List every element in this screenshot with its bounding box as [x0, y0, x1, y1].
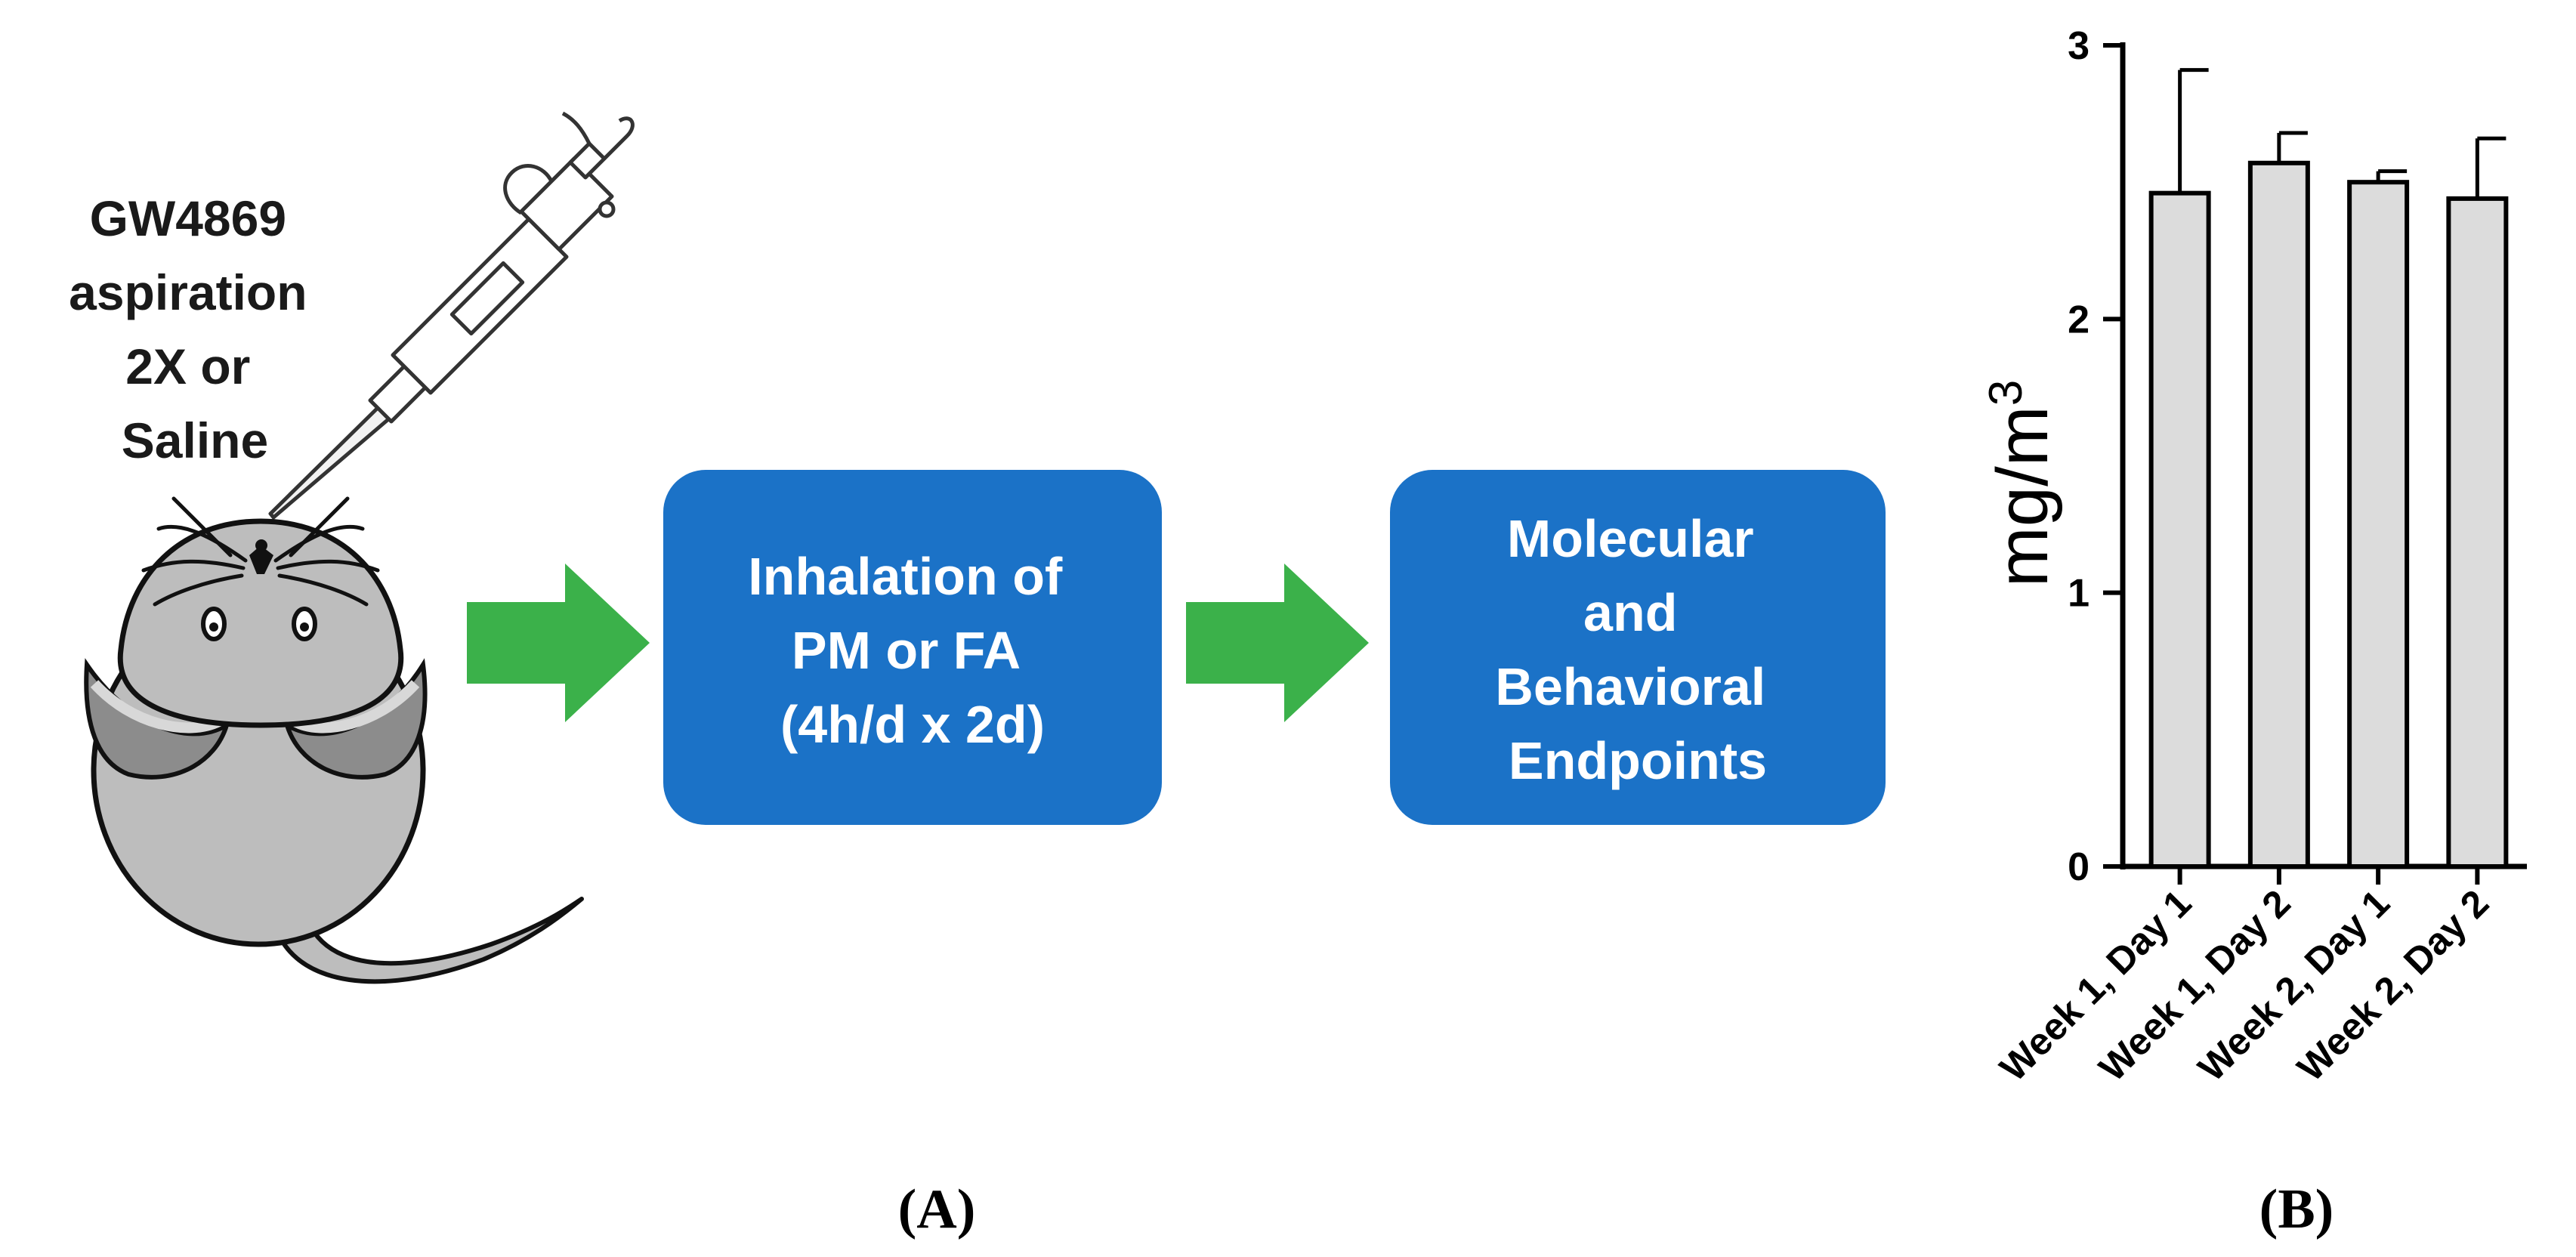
panel-label-b-letter: B: [2278, 1178, 2315, 1240]
y-axis-label: mg/m3: [1980, 380, 2063, 587]
panel-label-b: (B): [2259, 1178, 2334, 1240]
right-arrow-icon: [1186, 564, 1369, 722]
treatment-line-2: aspiration: [69, 264, 307, 320]
treatment-line-4: Saline: [122, 412, 268, 468]
step-box-text: Molecular and Behavioral Endpoints: [1495, 509, 1780, 790]
treatment-label: GW4869 aspiration 2X or Saline: [69, 190, 321, 468]
step-box-text: Inhalation of PM or FA (4h/d x 2d): [748, 547, 1077, 754]
step-1-line-1: Inhalation of: [748, 547, 1063, 606]
right-arrow-icon: [467, 564, 650, 722]
pipette-icon: [268, 111, 635, 520]
treatment-line-3: 2X or: [125, 338, 250, 394]
step-2-line-4: Endpoints: [1509, 731, 1767, 790]
step-2-line-1: Molecular: [1507, 509, 1754, 568]
bar: [2148, 190, 2211, 869]
y-axis-label-superscript: 3: [1980, 380, 2032, 406]
bar: [2347, 180, 2410, 869]
panel-label-a-letter: A: [916, 1178, 956, 1240]
panel-a: GW4869 aspiration 2X or Saline: [69, 111, 1886, 1240]
y-tick-label: 0: [2068, 845, 2090, 889]
bar: [2247, 160, 2310, 869]
step-1-line-3: (4h/d x 2d): [780, 695, 1045, 754]
step-1-line-2: PM or FA: [792, 621, 1020, 680]
y-tick-label: 3: [2068, 24, 2090, 68]
step-2-line-3: Behavioral: [1495, 657, 1765, 716]
step-box-endpoints: Molecular and Behavioral Endpoints: [1390, 470, 1886, 825]
y-tick-label: 1: [2068, 572, 2090, 616]
mouse-icon: [84, 496, 584, 984]
y-axis-label-text: mg/m: [1982, 406, 2063, 587]
y-tick-label: 2: [2068, 298, 2090, 341]
panel-label-a: (A): [898, 1178, 976, 1240]
treatment-line-1: GW4869: [90, 190, 286, 246]
step-box-inhalation: Inhalation of PM or FA (4h/d x 2d): [663, 470, 1162, 825]
bar: [2446, 196, 2509, 869]
step-2-line-2: and: [1583, 583, 1677, 642]
